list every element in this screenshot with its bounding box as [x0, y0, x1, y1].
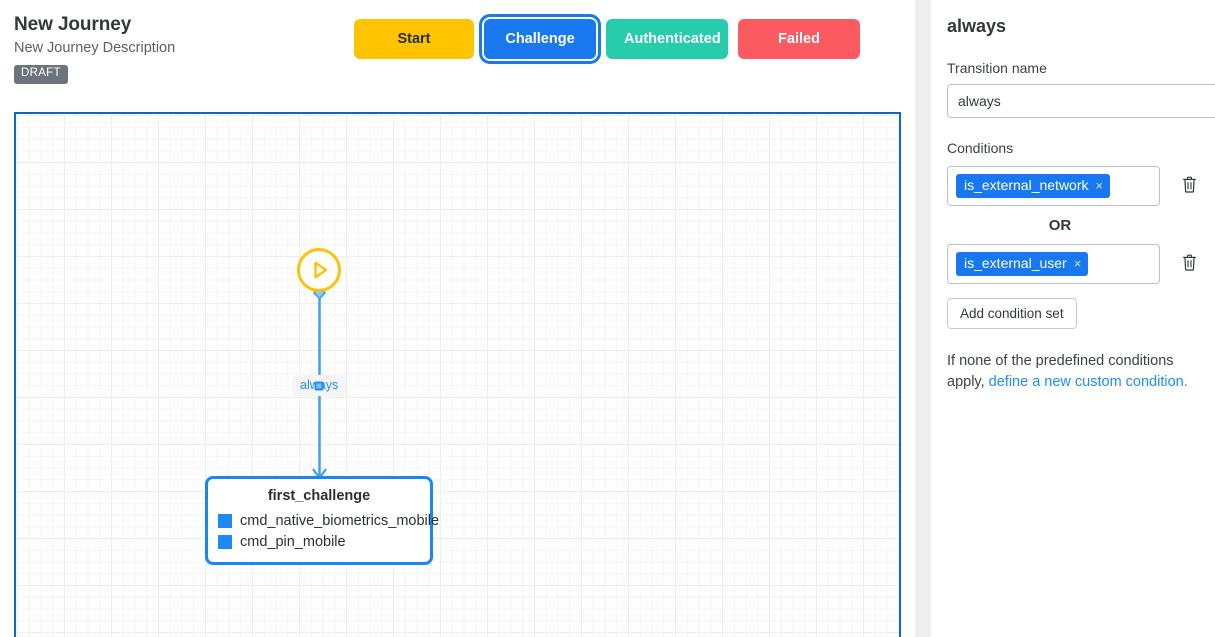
condition-chip-label: is_external_user: [964, 255, 1067, 271]
status-badge: DRAFT: [14, 65, 68, 84]
transition-name-input[interactable]: [947, 84, 1215, 118]
state-button-failed[interactable]: Failed: [738, 19, 860, 59]
trash-icon: [1182, 254, 1197, 274]
close-icon[interactable]: ×: [1095, 178, 1104, 193]
trash-icon: [1182, 176, 1197, 196]
method-swatch-icon: [218, 534, 232, 549]
state-buttons-group: Start Challenge Authenticated Failed: [354, 14, 860, 64]
transition-properties-panel: always Transition name Conditions is_ext…: [931, 0, 1215, 637]
custom-condition-link[interactable]: define a new custom condition.: [988, 374, 1188, 390]
conditions-label: Conditions: [947, 140, 1014, 156]
condition-chip-is-external-user[interactable]: is_external_user ×: [956, 252, 1089, 276]
journey-header: New Journey New Journey Description DRAF…: [0, 0, 915, 100]
edge-connector: [312, 286, 327, 480]
main-area: New Journey New Journey Description DRAF…: [0, 0, 915, 637]
condition-chip-is-external-network[interactable]: is_external_network ×: [956, 174, 1111, 198]
state-button-authenticated[interactable]: Authenticated: [606, 19, 728, 59]
edge-label-always[interactable]: always: [292, 375, 347, 396]
journey-description: New Journey Description: [14, 40, 176, 56]
custom-condition-hint: If none of the predefined conditions app…: [947, 351, 1189, 393]
or-separator: OR: [1048, 217, 1072, 234]
page-title: New Journey: [14, 14, 132, 35]
node-start[interactable]: [297, 248, 341, 292]
delete-condition-set-button-1[interactable]: [1180, 175, 1199, 197]
delete-condition-set-button-2[interactable]: [1180, 253, 1199, 275]
flow-canvas[interactable]: always first_challenge cmd_native_biomet…: [14, 112, 901, 637]
node-first-challenge[interactable]: first_challenge cmd_native_biometrics_mo…: [205, 476, 439, 565]
condition-set-row: is_external_network ×: [947, 166, 1199, 206]
panel-title: always: [947, 16, 1007, 36]
condition-set-box-2[interactable]: is_external_user ×: [947, 244, 1161, 284]
node-item[interactable]: cmd_native_biometrics_mobile: [218, 510, 439, 531]
journey-title-block: New Journey New Journey Description DRAF…: [14, 13, 344, 84]
condition-set-row: is_external_user ×: [947, 244, 1199, 284]
node-item-label: cmd_pin_mobile: [240, 533, 346, 550]
node-title: first_challenge: [267, 488, 371, 504]
edge-handle-icon[interactable]: [314, 381, 324, 390]
condition-set-box-1[interactable]: is_external_network ×: [947, 166, 1161, 206]
method-swatch-icon: [218, 513, 232, 528]
panel-content: always Transition name Conditions is_ext…: [947, 0, 1215, 393]
node-item[interactable]: cmd_pin_mobile: [218, 531, 420, 552]
node-item-label: cmd_native_biometrics_mobile: [240, 512, 440, 529]
state-button-challenge[interactable]: Challenge: [479, 14, 601, 64]
transition-name-label: Transition name: [947, 60, 1047, 76]
add-condition-set-button[interactable]: Add condition set: [947, 298, 1077, 329]
state-button-start[interactable]: Start: [354, 19, 474, 59]
close-icon[interactable]: ×: [1073, 256, 1082, 271]
condition-chip-label: is_external_network: [964, 177, 1089, 193]
hint-prefix-text: If none of the predefined conditions app…: [947, 353, 1174, 390]
panel-divider: [915, 0, 931, 637]
